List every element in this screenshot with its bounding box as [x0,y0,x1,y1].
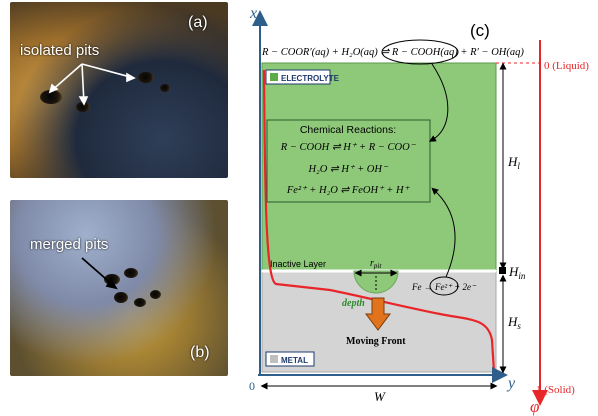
rcooh-connector [428,63,449,142]
pit-hole [134,298,146,307]
Hs-label: Hs [507,314,521,331]
photo-merged-pits: merged pits (b) [10,200,228,376]
metal-swatch [270,355,278,363]
reactions-title: Chemical Reactions: [300,124,396,136]
phi-label: φ [530,397,539,416]
Hin-sub: in [518,271,526,281]
depth-label: depth [342,298,365,309]
rcooh-highlight [381,39,459,65]
metal-label: METAL [281,356,308,365]
axis-x-label: x [249,5,257,22]
phase-profile-curve [262,69,496,373]
isolated-pits-arrows [48,63,136,106]
Hin-main: H [508,264,519,279]
moving-front-label: Moving Front [346,336,406,347]
Hl-main: H [507,154,518,169]
r-pit-main: r [370,258,374,269]
r-pit-label: rpit [370,258,382,270]
panel-label-a: (a) [188,14,208,31]
reaction-2: H₂O ⇌ H⁺ + OH⁻ [307,164,388,175]
r-pit-sub: pit [373,262,382,270]
origin-label: 0 [249,379,255,393]
inactive-layer-label: Inactive Layer [270,259,326,269]
pit-hole [104,274,120,285]
top-reaction: R − COOR′(aq) + H₂O(aq) ⇌ R − COOH(aq) +… [261,47,524,58]
phi-bottom-label: 1 (Solid) [536,384,575,396]
electrolyte-label: ELECTROLYTE [281,74,340,83]
Hs-sub: s [517,321,521,331]
electrolyte-legend-box [265,69,331,85]
Hin-marker [499,267,506,274]
merged-pits-caption: merged pits [30,236,109,253]
panel-label-b: (b) [190,344,210,361]
moving-front-arrow [365,297,391,331]
reactions-box [266,119,431,203]
pit-hole [150,290,161,299]
pit-hole [114,292,128,303]
pit-hole [124,268,138,278]
axis-y-label: y [506,375,516,392]
pit-hole [40,90,62,104]
reaction-1: R − COOH ⇌ H⁺ + R − COO⁻ [280,142,417,153]
phi-top-label: 0 (Liquid) [544,60,589,72]
pit-hole [160,84,170,92]
Hl-sub: l [517,161,520,171]
isolated-pits-caption: isolated pits [20,42,100,59]
reaction-3: Fe²⁺ + H₂O ⇌ FeOH⁺ + H⁺ [286,185,411,196]
fe2-highlight [429,276,459,296]
electrolyte-swatch [270,73,278,81]
Hs-main: H [507,314,518,329]
Hin-label: Hin [508,264,526,281]
pit-hole [138,72,154,83]
merged-pits-arrow [81,257,118,290]
fe2-connector [431,187,456,278]
photo-isolated-pits: (a) isolated pits [10,2,228,178]
panel-label-c: (c) [470,21,490,40]
Hl-label: Hl [507,154,520,171]
width-label: W [374,389,386,404]
pit-hole [76,102,90,112]
fe-reaction: Fe → Fe²⁺ + 2e⁻ [411,282,477,292]
